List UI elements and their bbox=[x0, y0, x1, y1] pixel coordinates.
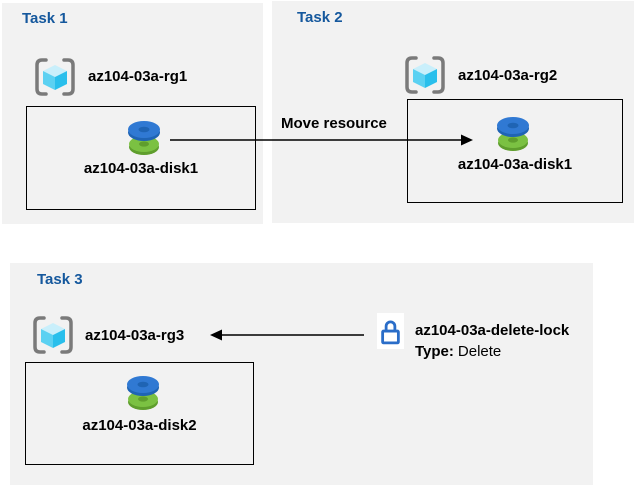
resource-group-name: az104-03a-rg2 bbox=[458, 67, 558, 84]
lock-icon bbox=[381, 320, 400, 344]
resource-box bbox=[25, 362, 254, 465]
task2-panel bbox=[272, 1, 634, 223]
resource-group-icon bbox=[405, 56, 445, 94]
disk-name: az104-03a-disk1 bbox=[83, 160, 199, 177]
resource-group-name: az104-03a-rg1 bbox=[88, 68, 188, 85]
disk-icon bbox=[497, 117, 529, 151]
delete-lock-name: az104-03a-delete-lock bbox=[415, 322, 570, 339]
lock-tile bbox=[377, 313, 404, 349]
disk-name: az104-03a-disk2 bbox=[82, 417, 197, 434]
disk-icon bbox=[128, 121, 160, 155]
task1-panel bbox=[2, 3, 263, 224]
task2-title: Task 2 bbox=[297, 9, 343, 26]
move-resource-label: Move resource bbox=[281, 115, 387, 132]
disk-icon bbox=[127, 376, 159, 410]
resource-box bbox=[26, 106, 256, 210]
task3-panel bbox=[10, 263, 593, 485]
resource-group-icon bbox=[33, 316, 73, 354]
resource-box bbox=[407, 99, 623, 203]
task1-title: Task 1 bbox=[22, 10, 68, 27]
resource-group-icon bbox=[35, 58, 75, 96]
delete-lock-type-value: Delete bbox=[457, 343, 502, 360]
delete-lock-type-label: Type: bbox=[415, 343, 454, 360]
resource-group-name: az104-03a-rg3 bbox=[85, 327, 185, 344]
task3-title: Task 3 bbox=[37, 271, 83, 288]
delete-lock-type: Type:Delete bbox=[415, 341, 569, 362]
disk-name: az104-03a-disk1 bbox=[457, 156, 573, 173]
delete-lock-annotation: az104-03a-delete-lock Type:Delete bbox=[415, 320, 569, 362]
